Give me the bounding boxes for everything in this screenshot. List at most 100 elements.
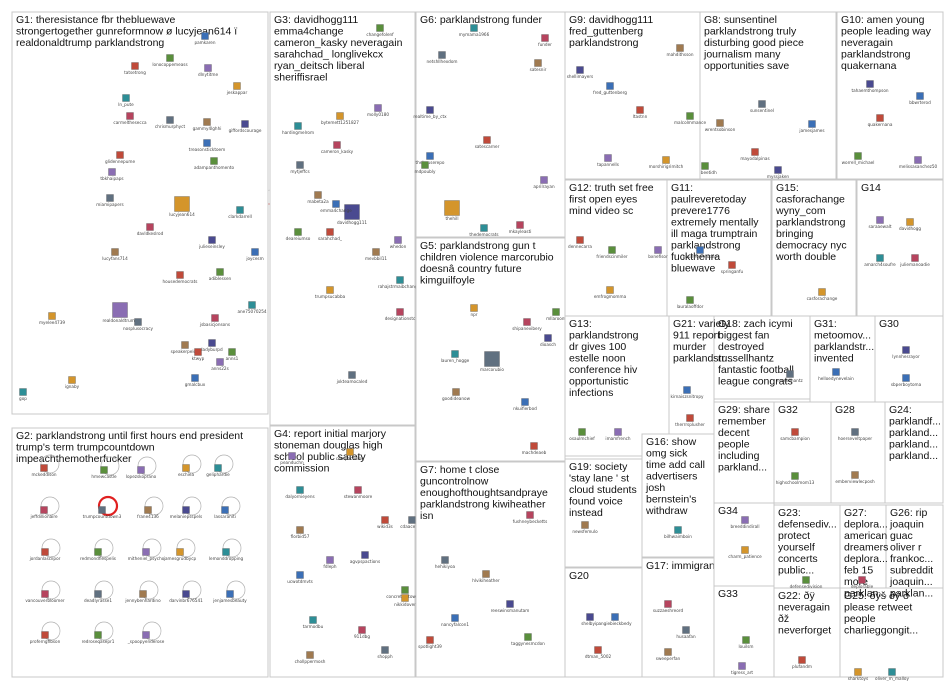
node-husaafan[interactable]: husaafan — [676, 626, 696, 640]
node-miamipapers[interactable]: miamipapers — [96, 194, 124, 208]
node-dalyornieyens[interactable]: dalyornieyens — [285, 486, 315, 500]
node-newsfemulo[interactable]: newsfemulo — [572, 521, 598, 535]
node-hardingmelrom[interactable]: hardingmelrom — [282, 122, 314, 136]
node-bytemett1251827[interactable]: bytemett1251827 — [321, 112, 359, 126]
node-molly0180[interactable]: molly0180 — [367, 104, 389, 118]
node-julieseinsley[interactable]: julieseinsley — [198, 236, 225, 250]
node-lynnhesrayor[interactable]: lynnhesrayor — [892, 346, 920, 360]
node-tbkhaipaps[interactable]: tbkhaipaps — [100, 168, 124, 182]
node-emberviewlecposh[interactable]: emberviewlecposh — [835, 471, 875, 485]
node-fdleph[interactable]: fdleph — [323, 556, 337, 570]
node-sarahchad_[interactable]: sarahchad_ — [318, 228, 343, 242]
node-jsbasicjonsons[interactable]: jsbasicjonsons — [199, 314, 230, 328]
node-malcolmmance[interactable]: malcolmmance — [674, 112, 707, 126]
node-davldkeslrod[interactable]: davldkeslrod — [137, 223, 164, 237]
node-tigress_art[interactable]: tigress_art — [731, 662, 753, 676]
node-saraaewalt[interactable]: saraaewalt — [869, 216, 892, 230]
node-quakernana[interactable]: quakernana — [868, 114, 893, 128]
node-goodideanow[interactable]: goodideanow — [442, 388, 471, 402]
node-mymama1966[interactable]: mymama1966 — [459, 24, 490, 38]
node-jamesgrudbycp[interactable]: jamesgrudbycp — [163, 538, 197, 561]
node-machdeaeb[interactable]: machdeaeb — [522, 442, 547, 456]
node-dlnytitme[interactable]: dlnytitme — [198, 64, 218, 78]
node-ane75070254[interactable]: ane75070254 — [237, 301, 267, 315]
node-jxkteamocaled[interactable]: jxkteamocaled — [336, 371, 368, 385]
node-samcbampion[interactable]: samcbampion — [780, 428, 810, 442]
node-realdonaldtrump[interactable]: realdonaldtrump — [103, 302, 138, 324]
node-sweeperfan[interactable]: sweeperfan — [656, 648, 681, 662]
node-thehill[interactable]: thehill — [444, 200, 460, 222]
node-mahdithsson[interactable]: mahdithsson — [667, 44, 694, 58]
node-mckeddison[interactable]: mckeddison — [31, 454, 60, 477]
node-aprilrayan[interactable]: aprilrayan — [533, 176, 555, 190]
node-mkayleasti[interactable]: mkayleasti — [509, 221, 532, 235]
node-helloedynevelain[interactable]: helloedynevelain — [818, 368, 854, 382]
node-shellimayers[interactable]: shellimayers — [567, 66, 594, 80]
node-lopezskoprano[interactable]: lopezskoprano — [126, 456, 157, 479]
node-davidhogg[interactable]: davidhogg — [899, 218, 921, 232]
node-mabeta2a[interactable]: mabeta2a — [307, 191, 329, 205]
node-lauren_hogge[interactable]: lauren_hogge — [441, 350, 470, 364]
node-911dbg[interactable]: 911dbg — [354, 626, 370, 640]
node-agvpspactions[interactable]: agvpspactions — [350, 551, 380, 565]
node-eschiea[interactable]: eschiea — [178, 454, 202, 477]
node-mitheniel_psycho[interactable]: mitheniel_psycho — [128, 538, 165, 561]
node-peanduchn[interactable]: peanduchn — [280, 452, 304, 466]
node-tahaemthompson[interactable]: tahaemthompson — [851, 80, 889, 94]
node-gmalcbux[interactable]: gmalcbux — [185, 374, 206, 388]
node-ltastnn[interactable]: ltastnn — [633, 106, 648, 120]
node-campacoding[interactable]: campacoding — [336, 448, 365, 462]
node-ktwyp[interactable]: ktwyp — [192, 348, 205, 362]
node-chrismurphyct[interactable]: chrismurphyct — [155, 116, 186, 130]
node-speakerpelosi[interactable]: speakerpelosi — [171, 341, 200, 355]
node-bbwrterod[interactable]: bbwrterod — [909, 92, 931, 106]
node-russellhantz[interactable]: russellhantz — [777, 370, 803, 384]
node-shipanevibery[interactable]: shipanevibery — [512, 318, 542, 332]
node-defensedivision[interactable]: defensedivision — [790, 576, 823, 590]
node-clarkdarrell[interactable]: clarkdarrell — [228, 206, 252, 220]
node-morshirigrimitch[interactable]: morshirigrimitch — [649, 156, 684, 170]
node-deplorable[interactable]: deplorable — [851, 576, 874, 590]
node-emfrogmomma[interactable]: emfrogmomma — [594, 286, 627, 300]
node-ucwotdmvts[interactable]: ucwotdmvts — [287, 571, 313, 585]
node-nosplusocracy[interactable]: nosplusocracy — [123, 318, 154, 332]
node-fushneybecketts[interactable]: fushneybecketts — [513, 511, 548, 525]
node-jennybenhardino[interactable]: jennybenhardino — [124, 580, 161, 603]
node-tapannells[interactable]: tapannells — [597, 154, 619, 168]
node-fred_guttenberg[interactable]: fred_guttenberg — [593, 82, 627, 96]
node-jordanlasciipor[interactable]: jordanlasciipor — [29, 538, 61, 561]
node-sunsentinel[interactable]: sunsentinel — [750, 100, 774, 114]
node-worrell_michael[interactable]: worrell_michael — [842, 152, 875, 166]
node-adampanthomento[interactable]: adampanthomento — [194, 157, 235, 171]
node-whedon[interactable]: whedon — [390, 236, 407, 250]
node-plufandm[interactable]: plufandm — [792, 656, 812, 670]
node-ignaby[interactable]: ignaby — [65, 376, 80, 390]
node-hmewcastle[interactable]: hmewcastle — [91, 456, 120, 479]
node-juliemanoadie[interactable]: juliemanoadie — [899, 254, 930, 268]
node-spotlight39[interactable]: spotlight39 — [418, 636, 442, 650]
node-sharktoys[interactable]: sharktoys — [848, 668, 868, 682]
node-rahajstrmaibchanges[interactable]: rahajstrmaibchanges — [378, 276, 422, 290]
node-nkuifierbod[interactable]: nkuifierbod — [513, 398, 537, 412]
node-thedemocrats[interactable]: thedemocrats — [469, 224, 499, 238]
node-paulreveretoday[interactable]: paulreveretoday — [683, 246, 718, 260]
node-nikkidover[interactable]: nikkidover — [394, 594, 416, 608]
node-hoerseveltpaper[interactable]: hoerseveltpaper — [838, 428, 873, 442]
node-lemonddropping[interactable]: lemonddropping — [209, 538, 244, 561]
node-gop[interactable]: gop — [19, 388, 27, 402]
node-housedemocrats[interactable]: housedemocrats — [163, 271, 198, 285]
node-proferngfibson[interactable]: proferngfibson — [30, 621, 61, 644]
node-florbid57[interactable]: florbid57 — [291, 526, 310, 540]
node-taggynesmcdon[interactable]: taggynesmcdon — [511, 633, 545, 647]
node-hehikiyoa[interactable]: hehikiyoa — [435, 556, 456, 570]
node-deareiumso[interactable]: deareiumso — [286, 228, 311, 242]
node-lassaraniti[interactable]: lassaraniti — [214, 496, 241, 519]
node-nancyfalcon1[interactable]: nancyfalcon1 — [441, 614, 469, 628]
node-angiebieckbedy[interactable]: angiebieckbedy — [598, 613, 632, 627]
node-lauralaoffdor[interactable]: lauralaoffdor — [677, 296, 704, 310]
node-redmondfiespelis[interactable]: redmondfiespelis — [80, 538, 116, 561]
node-amarch4soufre[interactable]: amarch4soufre — [864, 254, 896, 268]
node-trumpcountdown3[interactable]: trumpcountdown3 — [83, 495, 122, 519]
node-casforachange[interactable]: casforachange — [807, 288, 838, 302]
node-tatsetrong[interactable]: tatsetrong — [124, 62, 146, 76]
